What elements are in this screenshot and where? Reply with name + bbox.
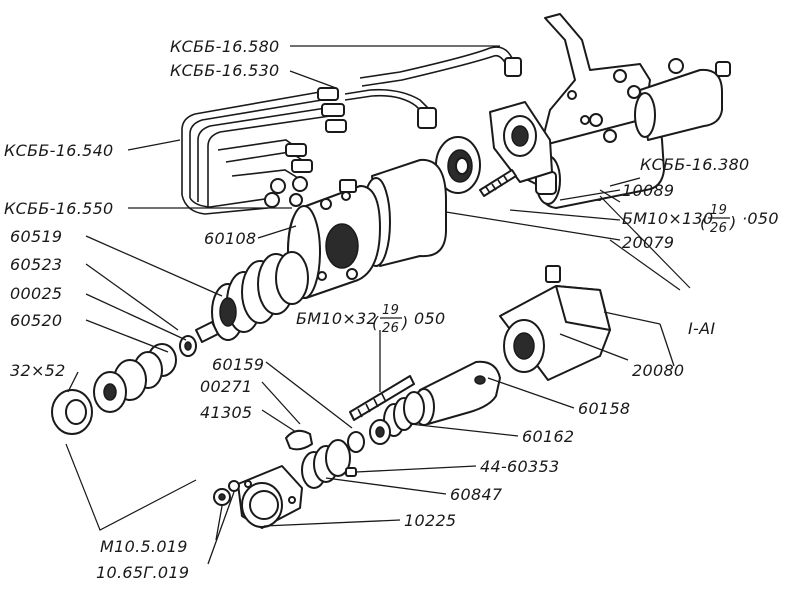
label-bolt-bm10x32-paren-close: ): [401, 313, 409, 332]
pipe-bundle: [181, 46, 522, 215]
label-ksbb-16-540: КСББ-16.540: [4, 141, 114, 160]
label-00271: 00271: [200, 377, 252, 396]
label-bolt-bm10x32-numerator: 19: [382, 303, 399, 318]
label-60523: 60523: [10, 255, 62, 274]
label-60158: 60158: [578, 399, 630, 418]
label-20080: 20080: [632, 361, 684, 380]
label-10089: 10089: [622, 181, 674, 200]
housing-20080: [499, 265, 611, 381]
spring-60847: [301, 439, 357, 489]
tube-60158: [413, 360, 501, 426]
bellows-boot: [211, 251, 309, 341]
label-ksbb-16-380: КСББ-16.380: [640, 155, 750, 174]
seal-32x52: [51, 389, 93, 435]
stud-bolt-upper: [479, 169, 517, 197]
housing-60108: [287, 158, 447, 299]
assembly-outline: [65, 195, 691, 531]
upper-assembly: [181, 13, 731, 299]
label-60519: 60519: [10, 227, 62, 246]
label-00025: 00025: [10, 284, 62, 303]
label-44-60353: 44-60353: [480, 457, 559, 476]
leader-lines: [67, 45, 675, 565]
label-ksbb-16-530: КСББ-16.530: [170, 61, 280, 80]
nut-and-washer: [213, 480, 240, 506]
label-60108: 60108: [204, 229, 256, 248]
end-cap-10225: [237, 465, 303, 529]
clip-41305: [285, 429, 313, 451]
label-41305: 41305: [200, 403, 252, 422]
piston-60520: [93, 343, 177, 413]
label-bolt-bm10x130-suffix: ·050: [742, 209, 779, 228]
label-section-i-ai: I-AI: [688, 319, 715, 338]
label-bolt-bm10x32-suffix: 050: [414, 309, 445, 328]
label-bolt-bm10x32-paren-open: (: [372, 313, 379, 332]
label-bolt-bm10x130-denominator: 26: [710, 221, 727, 236]
label-ksbb-16-580: КСББ-16.580: [170, 37, 280, 56]
label-bolt-bm10x32-denominator: 26: [382, 321, 399, 336]
seal-ring-60523: [179, 321, 219, 357]
section-line-upper: [599, 189, 621, 203]
label-60520: 60520: [10, 311, 62, 330]
label-m10-5-019: M10.5.019: [100, 537, 188, 556]
label-60162: 60162: [522, 427, 574, 446]
lower-left-assembly: [51, 251, 309, 435]
label-bolt-bm10x130-paren-open: (: [700, 213, 707, 232]
lower-right-assembly: [65, 195, 691, 531]
label-20079: 20079: [622, 233, 674, 252]
label-bolt-bm10x130-paren-close: ): [729, 213, 737, 232]
flange-plate: [489, 101, 553, 183]
label-60159: 60159: [212, 355, 264, 374]
label-bolt-bm10x130-numerator: 19: [710, 203, 727, 218]
valve-cylinder: [535, 58, 731, 209]
bolt-bm10x32: [349, 375, 415, 421]
label-bolt-bm10x32: БМ10×32: [296, 309, 377, 328]
label-ksbb-16-550: КСББ-16.550: [4, 199, 114, 218]
label-bolt-bm10x130: БМ10×130: [622, 209, 714, 228]
label-32x52: 32×52: [10, 361, 66, 380]
label-10225: 10225: [404, 511, 456, 530]
label-10-65g-019: 10.65Г.019: [96, 563, 189, 582]
part-labels: КСББ-16.580 КСББ-16.530 КСББ-16.540 КСББ…: [4, 37, 779, 582]
label-60847: 60847: [450, 485, 503, 504]
